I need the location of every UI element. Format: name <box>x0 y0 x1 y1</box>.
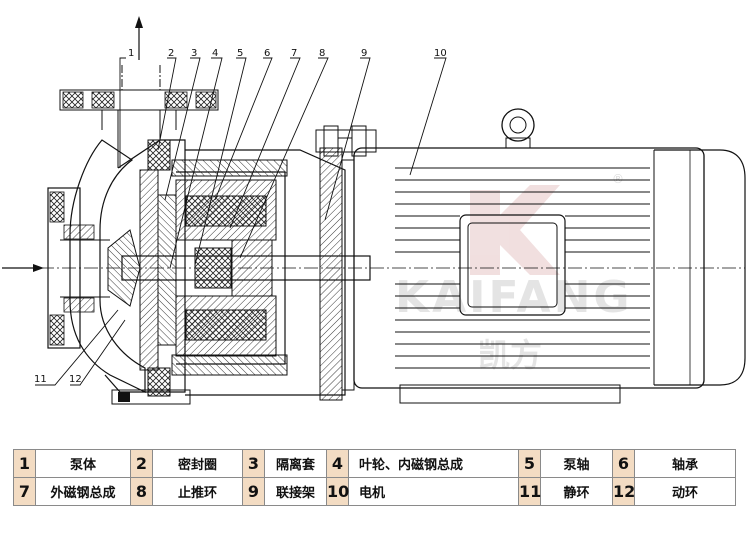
callout-4: 4 <box>212 48 218 59</box>
pump-cross-section-drawing: KAIFANG 凯方 ® <box>2 16 746 405</box>
legend-part-name: 联接架 <box>264 477 327 506</box>
legend-number: 8 <box>130 477 153 506</box>
callout-12: 12 <box>69 374 82 385</box>
callout-5: 5 <box>237 48 243 59</box>
lifting-eye <box>501 108 535 149</box>
motor-terminal-box <box>459 214 566 316</box>
legend-part-name: 叶轮、内磁钢总成 <box>348 449 519 478</box>
impeller-assembly <box>107 139 191 405</box>
watermark-registered-mark: ® <box>612 172 624 186</box>
callout-8: 8 <box>319 48 325 59</box>
outlet-arrow <box>135 16 143 60</box>
callout-7: 7 <box>291 48 297 59</box>
legend-part-name: 动环 <box>634 477 736 506</box>
bracket-bolt <box>315 125 377 157</box>
legend-number: 9 <box>242 477 265 506</box>
legend-number: 12 <box>612 477 635 506</box>
legend-number: 6 <box>612 449 635 478</box>
legend-part-name: 轴承 <box>634 449 736 478</box>
callout-6: 6 <box>264 48 270 59</box>
legend-number: 2 <box>130 449 153 478</box>
motor <box>353 147 746 404</box>
legend-part-name: 止推环 <box>152 477 243 506</box>
inlet-flange <box>47 187 110 349</box>
callout-1: 1 <box>128 48 134 59</box>
callout-9: 9 <box>361 48 367 59</box>
callout-11: 11 <box>34 374 47 385</box>
motor-fins <box>395 167 650 369</box>
legend-number: 11 <box>518 477 541 506</box>
pump-shaft <box>121 239 371 297</box>
legend-part-name: 隔离套 <box>264 449 327 478</box>
legend-number: 10 <box>326 477 349 506</box>
legend-part-name: 静环 <box>540 477 613 506</box>
legend-number: 7 <box>13 477 36 506</box>
inner-magnet-and-sleeve <box>175 171 286 365</box>
legend-number: 3 <box>242 449 265 478</box>
legend-part-name: 泵轴 <box>540 449 613 478</box>
legend-part-name: 泵体 <box>35 449 131 478</box>
parts-legend-table: 1 泵体 2 密封圈 3 隔离套 4 叶轮、内磁钢总成 5 泵轴 6 轴承 7 … <box>13 449 736 506</box>
legend-number: 4 <box>326 449 349 478</box>
legend-number: 5 <box>518 449 541 478</box>
leader-lines <box>35 57 447 386</box>
legend-row-1: 1 泵体 2 密封圈 3 隔离套 4 叶轮、内磁钢总成 5 泵轴 6 轴承 <box>13 449 736 478</box>
legend-part-name: 电机 <box>348 477 519 506</box>
legend-row-2: 7 外磁钢总成 8 止推环 9 联接架 10 电机 11 静环 12 动环 <box>13 477 736 506</box>
callout-2: 2 <box>168 48 174 59</box>
legend-number: 1 <box>13 449 36 478</box>
legend-part-name: 外磁钢总成 <box>35 477 131 506</box>
outlet-flange <box>59 65 219 168</box>
callout-3: 3 <box>191 48 197 59</box>
legend-part-name: 密封圈 <box>152 449 243 478</box>
inlet-arrow <box>2 264 44 272</box>
callout-10: 10 <box>434 48 447 59</box>
